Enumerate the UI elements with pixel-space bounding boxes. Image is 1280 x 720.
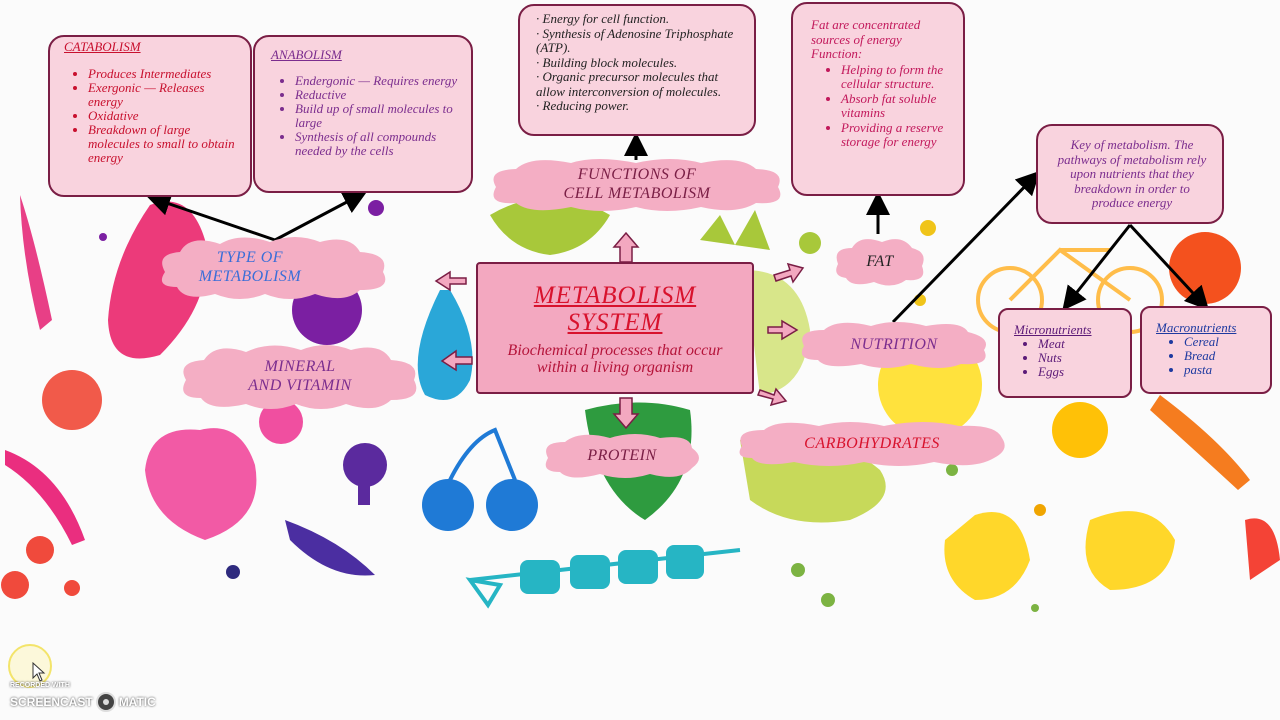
functions-item-3: · Building block molecules.	[536, 54, 678, 70]
key-metabolism-box: Key of metabolism. The pathways of metab…	[1036, 124, 1224, 224]
catabolism-list: Produces Intermediates Exergonic — Relea…	[64, 67, 242, 165]
list-item: Synthesis of all compounds needed by the…	[295, 130, 463, 158]
list-item: Build up of small molecules to large	[295, 102, 463, 130]
center-title-wrap: METABOLISM SYSTEM	[478, 264, 752, 336]
functions-item-4: · Organic precursor molecules that allow…	[536, 69, 722, 99]
micronutrients-box: Micronutrients Meat Nuts Eggs	[998, 308, 1132, 398]
list-item: Eggs	[1038, 365, 1124, 379]
functions-item-2: · Synthesis of Adenosine Triphosphate (A…	[536, 25, 734, 55]
metabolism-system-center: METABOLISM SYSTEM Biochemical processes …	[476, 262, 754, 394]
list-item: Nuts	[1038, 351, 1124, 365]
list-item: Exergonic — Releases energy	[88, 81, 242, 109]
list-item: pasta	[1184, 363, 1264, 377]
cloud-type-of-metabolism: TYPE OF METABOLISM	[155, 232, 393, 302]
list-item: Oxidative	[88, 109, 242, 123]
cloud-functions-of-cell-metabolism: FUNCTIONS OF CELL METABOLISM	[486, 155, 788, 213]
catabolism-box: CATABOLISM Produces Intermediates Exergo…	[48, 35, 252, 197]
functions-box: · Energy for cell function. · Synthesis …	[518, 4, 756, 136]
list-item: Breakdown of large molecules to small to…	[88, 123, 242, 165]
cloud-label: TYPE OF METABOLISM	[198, 249, 302, 285]
macronutrients-title: Macronutrients	[1156, 320, 1237, 335]
list-item: Cereal	[1184, 335, 1264, 349]
screencast-watermark: RECORDED WITH SCREENCAST MATIC	[8, 644, 168, 714]
center-title: METABOLISM SYSTEM	[533, 282, 697, 336]
cursor-highlight	[8, 644, 52, 688]
fat-intro: Fat are concentrated sources of energy F…	[811, 17, 921, 61]
functions-item-1: · Energy for cell function.	[536, 11, 670, 26]
anabolism-title: ANABOLISM	[271, 47, 342, 62]
micronutrients-title: Micronutrients	[1014, 322, 1092, 337]
key-text: Key of metabolism. The pathways of metab…	[1057, 137, 1207, 210]
recorded-with-label: RECORDED WITH	[10, 682, 70, 689]
macronutrients-list: Cereal Bread pasta	[1156, 335, 1264, 377]
list-item: Meat	[1038, 337, 1124, 351]
cloud-label: CARBOHYDRATES	[804, 434, 940, 452]
list-item: Produces Intermediates	[88, 67, 242, 81]
screencast-logo-icon	[95, 692, 116, 712]
cursor-icon	[32, 662, 46, 682]
catabolism-title: CATABOLISM	[64, 39, 141, 54]
cloud-mineral-and-vitamin: MINERAL AND VITAMIN	[176, 340, 424, 412]
cloud-protein: PROTEIN	[540, 430, 704, 480]
micronutrients-list: Meat Nuts Eggs	[1014, 337, 1124, 379]
list-item: Endergonic — Requires energy	[295, 74, 463, 88]
screencast-brand: SCREENCAST MATIC	[10, 692, 156, 712]
anabolism-list: Endergonic — Requires energy Reductive B…	[271, 74, 463, 158]
cloud-nutrition: NUTRITION	[796, 318, 992, 370]
cloud-label: NUTRITION	[850, 335, 938, 353]
fat-info-box: Fat are concentrated sources of energy F…	[791, 2, 965, 196]
fat-list: Helping to form the cellular structure. …	[811, 62, 955, 149]
cloud-label: FUNCTIONS OF CELL METABOLISM	[563, 166, 711, 202]
cloud-label: MINERAL AND VITAMIN	[248, 358, 352, 394]
cloud-label: FAT	[866, 252, 894, 270]
functions-item-5: · Reducing power.	[536, 98, 630, 113]
macronutrients-box: Macronutrients Cereal Bread pasta	[1140, 306, 1272, 394]
cloud-carbohydrates: CARBOHYDRATES	[734, 418, 1010, 468]
cloud-label: PROTEIN	[587, 446, 657, 464]
list-item: Absorb fat soluble vitamins	[841, 91, 955, 120]
list-item: Providing a reserve storage for energy	[841, 120, 955, 149]
center-subtitle: Biochemical processes that occur within …	[507, 342, 723, 376]
cloud-fat: FAT	[832, 234, 928, 288]
list-item: Reductive	[295, 88, 463, 102]
anabolism-box: ANABOLISM Endergonic — Requires energy R…	[253, 35, 473, 193]
list-item: Bread	[1184, 349, 1264, 363]
list-item: Helping to form the cellular structure.	[841, 62, 955, 91]
